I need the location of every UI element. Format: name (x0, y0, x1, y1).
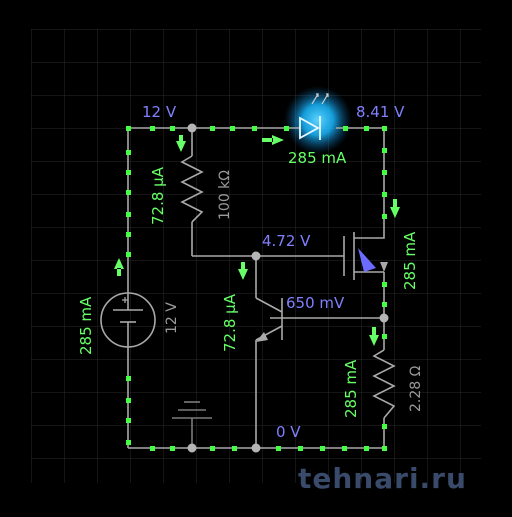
voltage-top-left: 12 V (142, 103, 177, 121)
watermark: tehnari.ru (298, 462, 467, 495)
current-bjt-base: 72.8 µA (221, 293, 239, 352)
resistor-icon[interactable] (180, 155, 204, 223)
resistor-bottom-icon[interactable] (372, 349, 396, 419)
node-emitter (379, 313, 389, 323)
current-mosfet: 285 mA (401, 231, 419, 290)
voltage-ground: 0 V (276, 423, 301, 441)
led-icon[interactable] (299, 93, 329, 140)
node-ground-right (251, 443, 261, 453)
node-ground-left (187, 443, 197, 453)
current-battery: 285 mA (77, 296, 95, 355)
resistor-bottom-value: 2.28 Ω (408, 365, 424, 412)
current-resistor-100k: 72.8 µA (149, 166, 167, 225)
node-top (187, 123, 197, 133)
current-arrows (114, 135, 400, 346)
resistor-top-value: 100 kΩ (217, 170, 233, 220)
voltage-emitter-node: 650 mV (286, 294, 345, 312)
npn-transistor-icon[interactable] (255, 297, 283, 342)
current-led: 285 mA (288, 149, 347, 167)
battery-icon[interactable] (100, 292, 156, 348)
battery-value: 12 V (164, 302, 180, 334)
node-base (251, 251, 261, 261)
ground-icon (172, 401, 212, 419)
voltage-led-out: 8.41 V (356, 103, 405, 121)
voltage-base: 4.72 V (262, 232, 311, 250)
current-dots (126, 126, 387, 451)
mosfet-icon[interactable] (343, 232, 388, 280)
current-resistor-2-28: 285 mA (342, 359, 360, 418)
